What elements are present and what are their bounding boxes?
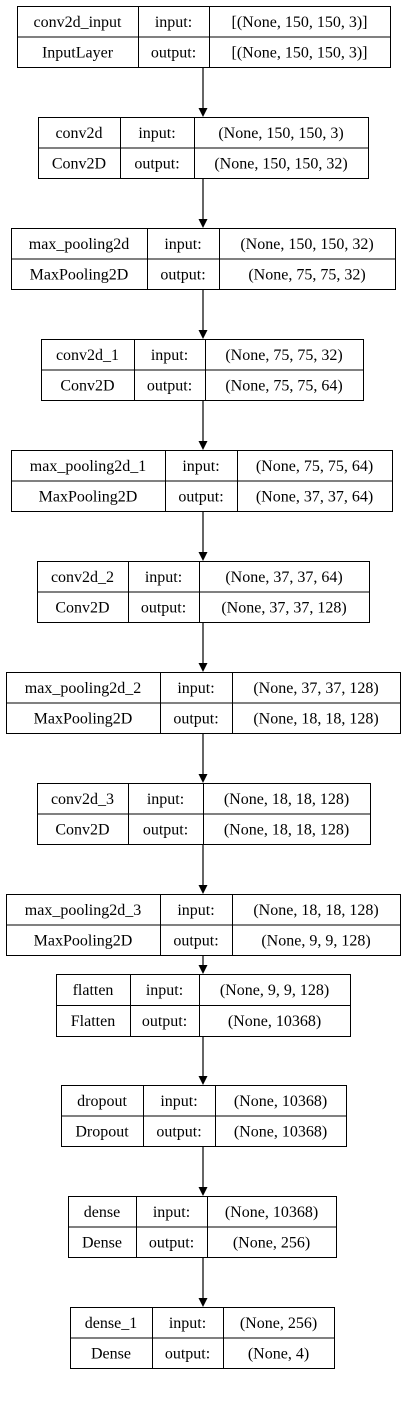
input-shape: (None, 10368) [234, 1093, 327, 1110]
input-label: input: [169, 1315, 206, 1332]
input-shape: (None, 256) [240, 1315, 317, 1332]
layer-type: Dense [82, 1234, 122, 1251]
layer-name: max_pooling2d_1 [30, 458, 146, 475]
output-shape: [(None, 150, 150, 3)] [232, 44, 368, 61]
output-label: output: [160, 266, 205, 283]
layer-name: dense_1 [85, 1315, 137, 1332]
output-shape: (None, 18, 18, 128) [224, 821, 349, 838]
layer-name: conv2d_input [34, 14, 123, 31]
input-label: input: [177, 680, 214, 697]
input-shape: (None, 9, 9, 128) [220, 982, 329, 999]
output-label: output: [141, 599, 186, 616]
arrowhead [198, 1298, 208, 1307]
input-label: input: [147, 791, 184, 808]
output-shape: (None, 10368) [228, 1013, 321, 1030]
layer-name: flatten [73, 982, 114, 999]
arrowhead [198, 663, 208, 672]
layer-name: max_pooling2d_3 [25, 902, 141, 919]
input-shape: (None, 150, 150, 3) [218, 125, 343, 142]
input-shape: (None, 37, 37, 128) [253, 680, 378, 697]
layer-name: conv2d [55, 125, 102, 142]
arrowhead [198, 885, 208, 894]
layer-name: max_pooling2d_2 [25, 680, 141, 697]
output-label: output: [149, 1234, 194, 1251]
output-label: output: [134, 155, 179, 172]
input-label: input: [146, 982, 183, 999]
arrowhead [198, 1076, 208, 1085]
output-label: output: [165, 1345, 210, 1362]
output-shape: (None, 256) [233, 1234, 310, 1251]
input-shape: (None, 18, 18, 128) [253, 902, 378, 919]
output-shape: (None, 10368) [234, 1123, 327, 1140]
layer-type: Flatten [71, 1013, 115, 1030]
output-shape: (None, 37, 37, 128) [221, 599, 346, 616]
layer-type: Conv2D [52, 155, 106, 172]
input-shape: (None, 75, 75, 32) [225, 347, 342, 364]
layer-type: Conv2D [60, 377, 114, 394]
arrowhead [198, 1187, 208, 1196]
arrowhead [198, 108, 208, 117]
layer-type: Conv2D [55, 821, 109, 838]
input-label: input: [151, 347, 188, 364]
layer-type: Dropout [75, 1123, 129, 1140]
layer-type: MaxPooling2D [34, 932, 133, 949]
layer-name: max_pooling2d [29, 236, 129, 253]
arrowhead [198, 330, 208, 339]
output-shape: (None, 75, 75, 64) [225, 377, 342, 394]
input-shape: (None, 18, 18, 128) [224, 791, 349, 808]
input-label: input: [164, 236, 201, 253]
input-label: input: [160, 1093, 197, 1110]
output-shape: (None, 37, 37, 64) [256, 488, 373, 505]
layer-name: dropout [77, 1093, 127, 1110]
input-shape: (None, 150, 150, 32) [240, 236, 373, 253]
output-shape: (None, 4) [248, 1345, 309, 1362]
output-label: output: [151, 44, 196, 61]
output-shape: (None, 75, 75, 32) [248, 266, 365, 283]
input-label: input: [145, 569, 182, 586]
layer-name: dense [84, 1204, 120, 1221]
input-shape: (None, 75, 75, 64) [256, 458, 373, 475]
output-shape: (None, 9, 9, 128) [261, 932, 370, 949]
arrowhead [198, 219, 208, 228]
arrowhead [198, 441, 208, 450]
layer-name: conv2d_2 [51, 569, 114, 586]
output-label: output: [173, 710, 218, 727]
layer-type: Conv2D [55, 599, 109, 616]
input-label: input: [155, 14, 192, 31]
arrowhead [198, 774, 208, 783]
input-label: input: [177, 902, 214, 919]
output-label: output: [147, 377, 192, 394]
layer-type: MaxPooling2D [30, 266, 129, 283]
layer-type: InputLayer [42, 44, 114, 61]
input-label: input: [138, 125, 175, 142]
output-label: output: [142, 1013, 187, 1030]
layer-name: conv2d_3 [51, 791, 114, 808]
output-label: output: [143, 821, 188, 838]
output-label: output: [178, 488, 223, 505]
layer-type: MaxPooling2D [34, 710, 133, 727]
output-label: output: [173, 932, 218, 949]
output-label: output: [156, 1123, 201, 1140]
input-shape: (None, 10368) [225, 1204, 318, 1221]
input-label: input: [182, 458, 219, 475]
layer-type: MaxPooling2D [39, 488, 138, 505]
output-shape: (None, 150, 150, 32) [214, 155, 347, 172]
layer-name: conv2d_1 [56, 347, 119, 364]
arrowhead [198, 965, 208, 974]
layer-type: Dense [91, 1345, 131, 1362]
input-label: input: [153, 1204, 190, 1221]
output-shape: (None, 18, 18, 128) [253, 710, 378, 727]
input-shape: (None, 37, 37, 64) [225, 569, 342, 586]
input-shape: [(None, 150, 150, 3)] [232, 14, 368, 31]
arrowhead [198, 552, 208, 561]
